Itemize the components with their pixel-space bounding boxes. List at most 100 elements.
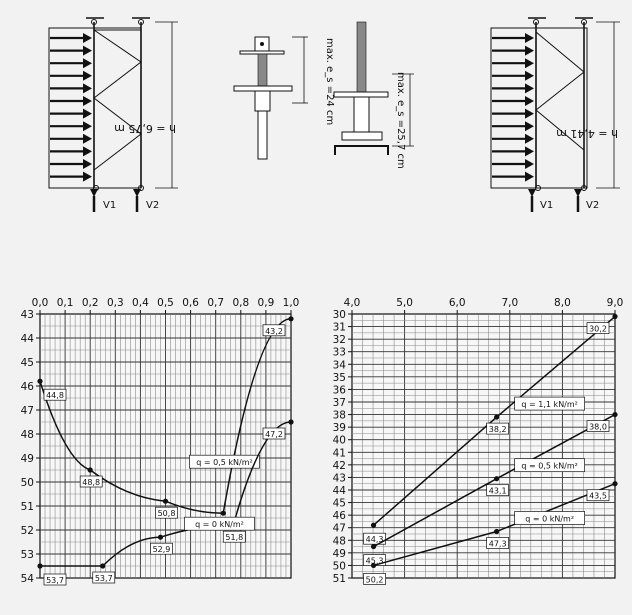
data-point — [494, 476, 500, 482]
data-point — [612, 411, 618, 418]
wind-arrow-head — [83, 58, 92, 69]
wind-arrow-head — [525, 33, 534, 43]
wind-arrow-head — [525, 70, 534, 81]
wind-arrow-head — [83, 121, 92, 132]
data-point — [370, 522, 377, 528]
y-tick-label: 33 — [333, 347, 346, 359]
x-tick-label: 4,0 — [344, 297, 361, 309]
frame-bracing — [535, 31, 585, 151]
data-label: 38,2 — [489, 425, 507, 434]
wind-arrow-head — [83, 133, 92, 144]
x-tick-label: 9,0 — [607, 297, 624, 309]
x-tick-label: 0,5 — [157, 297, 174, 309]
x-tick-label: 6,0 — [449, 297, 466, 309]
series-legend-box — [514, 396, 586, 411]
wind-arrow-head — [83, 83, 92, 94]
y-tick-label: 36 — [333, 384, 347, 396]
data-label: 47,3 — [489, 539, 507, 548]
data-point — [162, 498, 169, 504]
support-label-v2: V2 — [146, 200, 159, 211]
jack-nut — [233, 85, 293, 92]
jack-sleeve — [353, 96, 370, 133]
data-point — [87, 467, 93, 473]
data-label: 38,0 — [589, 423, 607, 432]
data-point — [220, 510, 226, 516]
wind-arrow-head — [525, 133, 534, 144]
wind-arrow-head — [525, 83, 534, 94]
y-tick-label: 44 — [21, 333, 35, 345]
wind-arrow-head — [83, 159, 92, 169]
y-tick-label: 40 — [333, 435, 346, 447]
hinge-bottom-right — [581, 185, 587, 191]
series-legend-box — [514, 511, 586, 525]
hinge-top-left — [533, 19, 539, 25]
y-tick-label: 32 — [333, 334, 346, 346]
y-tick-label: 31 — [333, 322, 346, 334]
data-point — [100, 563, 106, 569]
y-tick-label: 45 — [333, 498, 346, 510]
jack-right-extension-label: max. e_s =25,7 cm — [395, 72, 406, 169]
wind-arrow-head — [525, 108, 534, 119]
series-legend-label: q = 0 kN/m² — [525, 514, 574, 523]
series-legend-label: q = 1,1 kN/m² — [521, 400, 577, 409]
x-tick-label: 0,1 — [57, 297, 74, 309]
y-tick-label: 43 — [333, 472, 346, 484]
data-label: 43,5 — [589, 492, 607, 501]
wind-load-arrows — [50, 33, 92, 182]
jack-thread — [356, 21, 367, 93]
jack-left-extension-label: max. e_s =24 cm — [324, 38, 335, 125]
y-tick-label: 52 — [21, 525, 34, 537]
frame-left-diagram: V1 V2 h = 6,75 m — [48, 17, 178, 212]
data-point — [288, 419, 294, 425]
series-legend-box — [514, 458, 586, 473]
y-tick-label: 41 — [333, 447, 346, 459]
y-tick-label: 51 — [333, 573, 346, 585]
y-tick-label: 37 — [333, 397, 346, 409]
jack-tube — [257, 110, 268, 160]
data-label: 50,8 — [158, 509, 176, 518]
wind-arrow-head — [83, 33, 92, 43]
y-tick-label: 38 — [333, 410, 346, 422]
x-tick-label: 1,0 — [283, 297, 300, 309]
series-legend-box — [184, 516, 255, 531]
x-tick-label: 0,6 — [182, 297, 199, 309]
data-label: 44,8 — [46, 391, 64, 400]
data-point — [37, 378, 43, 384]
data-label: 30,2 — [589, 325, 607, 334]
data-label-box — [43, 388, 67, 401]
support-label-v2: V2 — [586, 200, 599, 211]
data-label: 44,3 — [366, 535, 384, 544]
y-tick-label: 49 — [333, 548, 346, 560]
x-tick-label: 0,9 — [258, 297, 275, 309]
data-label: 45,3 — [366, 557, 384, 566]
series-legend-label: q = 0,5 kN/m² — [521, 462, 577, 471]
data-label-box — [92, 571, 116, 584]
data-label-box — [150, 542, 173, 555]
y-tick-label: 42 — [333, 460, 346, 472]
series-line — [39, 421, 292, 567]
data-label-box — [79, 475, 103, 488]
x-tick-label: 0,7 — [207, 297, 224, 309]
jack-base-plate — [334, 145, 389, 155]
y-tick-label: 46 — [333, 510, 347, 522]
jack-nut — [333, 91, 389, 98]
data-point — [494, 528, 500, 535]
data-label-box — [486, 422, 509, 435]
x-tick-label: 0,0 — [32, 297, 49, 309]
data-label: 50,2 — [366, 575, 384, 584]
wind-arrow-head — [83, 70, 92, 81]
hinge-top-right — [138, 19, 144, 25]
wind-arrow-head — [525, 45, 534, 56]
jack-base-head — [341, 131, 383, 141]
wind-arrow-head — [83, 45, 92, 56]
data-label-box — [43, 573, 67, 586]
x-tick-label: 0,8 — [232, 297, 249, 309]
wind-arrow-head — [525, 58, 534, 69]
data-label-box — [586, 322, 610, 334]
y-tick-label: 35 — [333, 372, 346, 384]
wind-arrow-head — [83, 96, 92, 106]
data-label-box — [586, 489, 610, 502]
data-point — [612, 481, 618, 487]
y-tick-label: 43 — [21, 309, 34, 321]
wind-arrow-head — [525, 171, 534, 182]
